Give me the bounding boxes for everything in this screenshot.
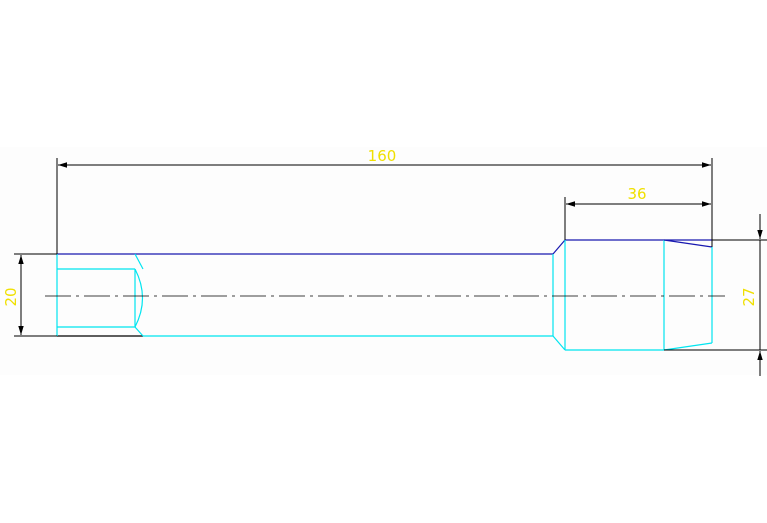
taper-top (663, 239, 713, 248)
dimension-lines (14, 158, 767, 376)
bore-drill-tip (134, 268, 144, 328)
neck-taper-bottom (552, 335, 566, 351)
shaft-outline (56, 239, 713, 351)
dim-text-overall-length: 160 (368, 147, 397, 165)
dim-text-right-diameter: 27 (740, 287, 758, 306)
dim-text-left-diameter: 20 (2, 287, 20, 306)
bore-chamfer-bottom (134, 326, 144, 337)
dim-text-end-length: 36 (627, 185, 646, 203)
drawing-sheet (0, 147, 767, 375)
bore-chamfer-top (134, 253, 144, 270)
taper-bottom (663, 342, 713, 351)
neck-taper-top (552, 239, 566, 255)
